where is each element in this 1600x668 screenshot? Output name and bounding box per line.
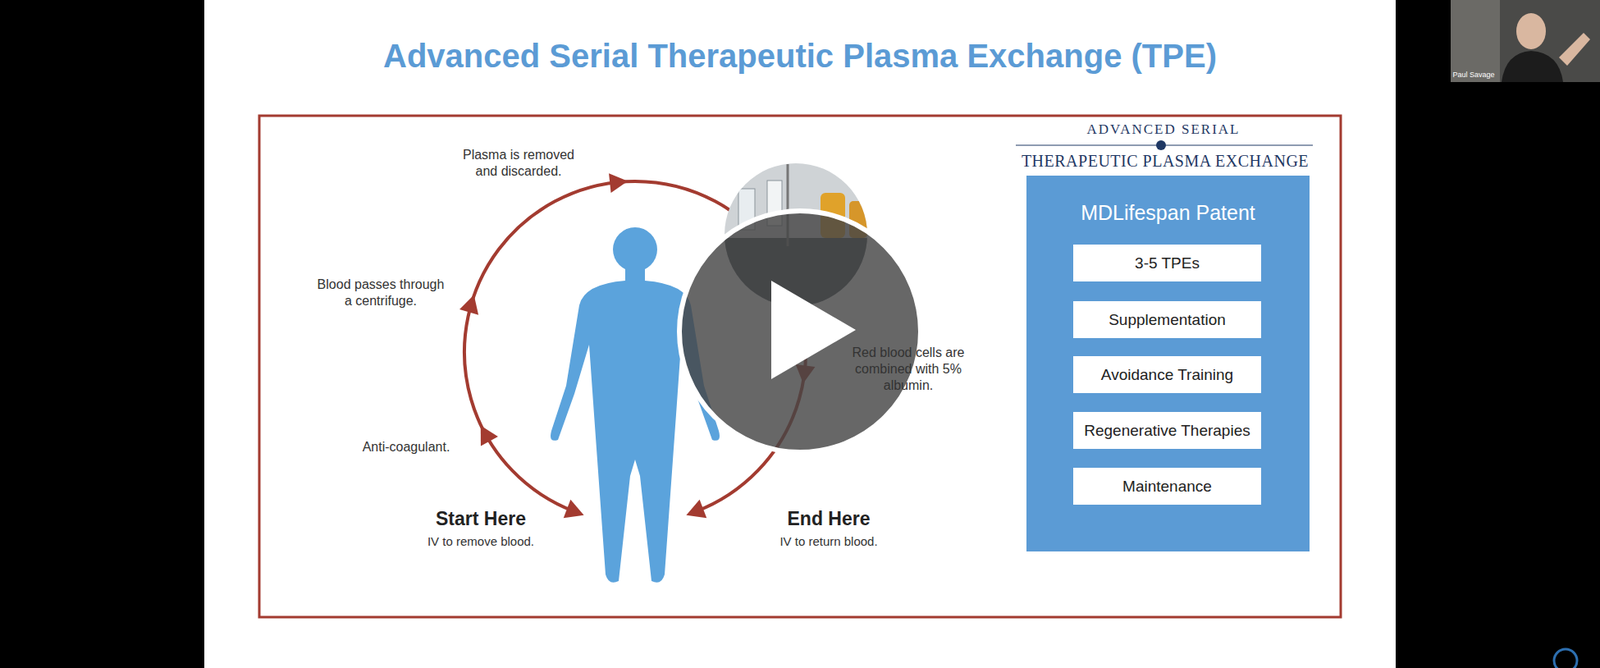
play-circle xyxy=(679,210,921,453)
webcam-face xyxy=(1516,13,1546,50)
webcam-wall xyxy=(1450,0,1500,83)
webcam-name: Paul Savage xyxy=(1449,70,1499,80)
end-label: End Here xyxy=(746,507,911,531)
corner-logo xyxy=(1554,649,1578,668)
step-label: Blood passes through a centrifuge. xyxy=(311,276,450,310)
box-text: Maintenance xyxy=(1073,477,1262,496)
start-label: Start Here xyxy=(398,507,563,531)
arrow-head xyxy=(563,499,585,518)
step-label: IV to return blood. xyxy=(738,534,919,550)
box-text: Avoidance Training xyxy=(1073,365,1262,384)
logo-text: ADVANCED SERIAL xyxy=(1040,120,1287,138)
logo-dot xyxy=(1156,140,1166,151)
step-box: Regenerative Therapies xyxy=(1073,411,1262,449)
step-box: Supplementation xyxy=(1073,301,1262,339)
step-label: Anti-coagulant. xyxy=(332,438,480,456)
logo-text: THERAPEUTIC PLASMA EXCHANGE xyxy=(984,150,1346,172)
step-box: 3-5 TPEs xyxy=(1073,244,1262,282)
arrow-head xyxy=(608,173,628,193)
box-text: Regenerative Therapies xyxy=(1073,421,1262,440)
webcam-hand xyxy=(1558,32,1591,66)
arrow-head xyxy=(459,294,479,315)
slide-title: Advanced Serial Therapeutic Plasma Excha… xyxy=(204,37,1396,75)
webcam-frame xyxy=(1450,0,1600,83)
play-button xyxy=(679,210,921,453)
step-label: IV to remove blood. xyxy=(390,534,572,550)
step-box: Maintenance xyxy=(1073,467,1262,505)
silhouette-head xyxy=(612,227,658,272)
step-label: Red blood cells are combined with 5% alb… xyxy=(849,344,969,394)
patent-panel: MDLifespan Patent 3-5 TPEsSupplementation… xyxy=(1026,175,1310,552)
webcam-body xyxy=(1501,50,1564,83)
webcam-thumbnail xyxy=(1450,0,1600,83)
box-text: Supplementation xyxy=(1073,310,1262,330)
arrow-head xyxy=(480,425,499,446)
arrow-head xyxy=(685,499,707,518)
step-box: Avoidance Training xyxy=(1073,356,1262,394)
play-triangle xyxy=(771,280,856,380)
box-text: 3-5 TPEs xyxy=(1073,254,1262,273)
frame-border xyxy=(259,115,1341,618)
panel-heading: MDLifespan Patent xyxy=(1026,201,1310,225)
step-label: Plasma is removed and discarded. xyxy=(457,146,581,180)
